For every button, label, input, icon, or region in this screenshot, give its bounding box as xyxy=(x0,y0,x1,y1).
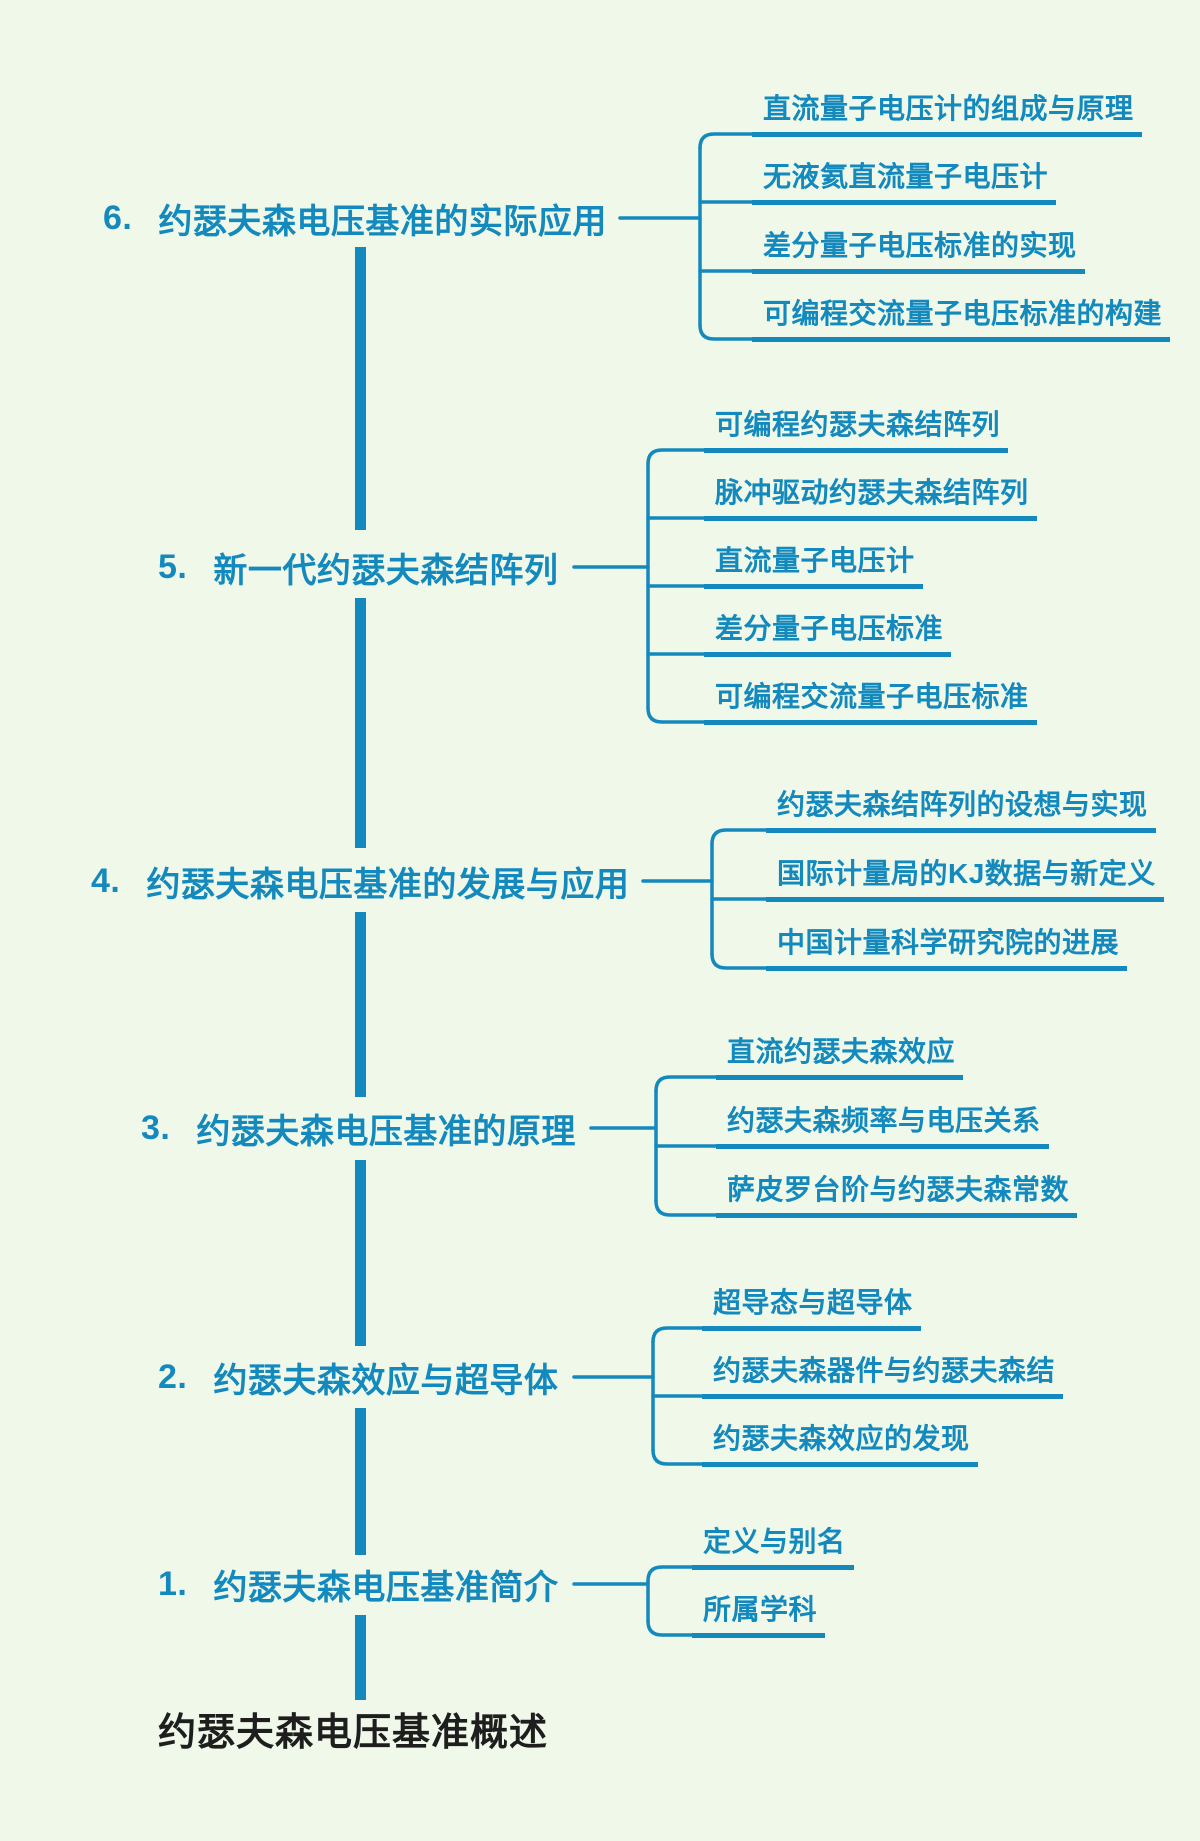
subtopic-frequency-voltage-relation[interactable]: 约瑟夫森频率与电压关系 xyxy=(716,1103,1049,1149)
subtopic-superconducting-state[interactable]: 超导态与超导体 xyxy=(702,1285,921,1331)
topic-number: 3. xyxy=(141,1108,171,1147)
topic-number: 5. xyxy=(158,547,188,586)
topic-number: 2. xyxy=(158,1357,188,1396)
subtopic-cryogen-free-dc-quantum-voltmeter[interactable]: 无液氦直流量子电压计 xyxy=(752,159,1057,205)
subtopic-dc-quantum-voltmeter[interactable]: 直流量子电压计 xyxy=(704,543,923,589)
subtopic-programmable-ac-quantum-voltage-construction[interactable]: 可编程交流量子电压标准的构建 xyxy=(752,296,1171,342)
topic-title: 约瑟夫森电压基准的发展与应用 xyxy=(146,865,630,904)
subtopic-discipline[interactable]: 所属学科 xyxy=(692,1592,826,1638)
subtopic-bipm-kj-data-new-definition[interactable]: 国际计量局的KJ数据与新定义 xyxy=(766,856,1164,902)
spine-segment xyxy=(355,247,366,530)
spine-segment xyxy=(355,912,366,1097)
subtopic-programmable-ac-quantum-voltage-standard[interactable]: 可编程交流量子电压标准 xyxy=(704,679,1037,725)
spine-segment xyxy=(355,598,366,848)
subtopic-definition-and-aliases[interactable]: 定义与别名 xyxy=(692,1524,854,1570)
subtopic-differential-quantum-voltage-realization[interactable]: 差分量子电压标准的实现 xyxy=(752,228,1085,274)
topic-title: 约瑟夫森效应与超导体 xyxy=(213,1361,559,1400)
spine-segment xyxy=(355,1160,366,1346)
root-topic[interactable]: 约瑟夫森电压基准概述 xyxy=(158,1712,549,1754)
main-topic-5[interactable]: 5. 新一代约瑟夫森结阵列 xyxy=(158,543,558,591)
main-topic-3[interactable]: 3. 约瑟夫森电压基准的原理 xyxy=(141,1104,576,1152)
subtopic-programmable-josephson-array[interactable]: 可编程约瑟夫森结阵列 xyxy=(704,407,1009,453)
main-topic-6[interactable]: 6. 约瑟夫森电压基准的实际应用 xyxy=(103,194,607,242)
spine-segment xyxy=(355,1615,366,1700)
topic-number: 4. xyxy=(91,861,121,900)
subtopic-discovery-of-josephson-effect[interactable]: 约瑟夫森效应的发现 xyxy=(702,1421,978,1467)
main-topic-4[interactable]: 4. 约瑟夫森电压基准的发展与应用 xyxy=(91,857,629,905)
main-topic-1[interactable]: 1. 约瑟夫森电压基准简介 xyxy=(158,1560,558,1608)
main-topic-2[interactable]: 2. 约瑟夫森效应与超导体 xyxy=(158,1353,558,1401)
subtopic-shapiro-steps-josephson-constant[interactable]: 萨皮罗台阶与约瑟夫森常数 xyxy=(716,1172,1078,1218)
topic-number: 6. xyxy=(103,198,133,237)
spine-segment xyxy=(355,1408,366,1555)
subtopic-nim-china-progress[interactable]: 中国计量科学研究院的进展 xyxy=(766,925,1128,971)
topic-number: 1. xyxy=(158,1564,188,1603)
subtopic-array-concept-and-realization[interactable]: 约瑟夫森结阵列的设想与实现 xyxy=(766,787,1156,833)
topic-title: 约瑟夫森电压基准的原理 xyxy=(196,1112,576,1151)
topic-title: 约瑟夫森电压基准简介 xyxy=(213,1568,559,1607)
subtopic-dc-quantum-voltmeter-composition[interactable]: 直流量子电压计的组成与原理 xyxy=(752,91,1142,137)
subtopic-dc-josephson-effect[interactable]: 直流约瑟夫森效应 xyxy=(716,1034,964,1080)
topic-title: 新一代约瑟夫森结阵列 xyxy=(213,551,559,590)
subtopic-josephson-devices-junctions[interactable]: 约瑟夫森器件与约瑟夫森结 xyxy=(702,1353,1064,1399)
subtopic-pulse-driven-josephson-array[interactable]: 脉冲驱动约瑟夫森结阵列 xyxy=(704,475,1037,521)
topic-title: 约瑟夫森电压基准的实际应用 xyxy=(158,202,607,241)
subtopic-differential-quantum-voltage-standard[interactable]: 差分量子电压标准 xyxy=(704,611,952,657)
